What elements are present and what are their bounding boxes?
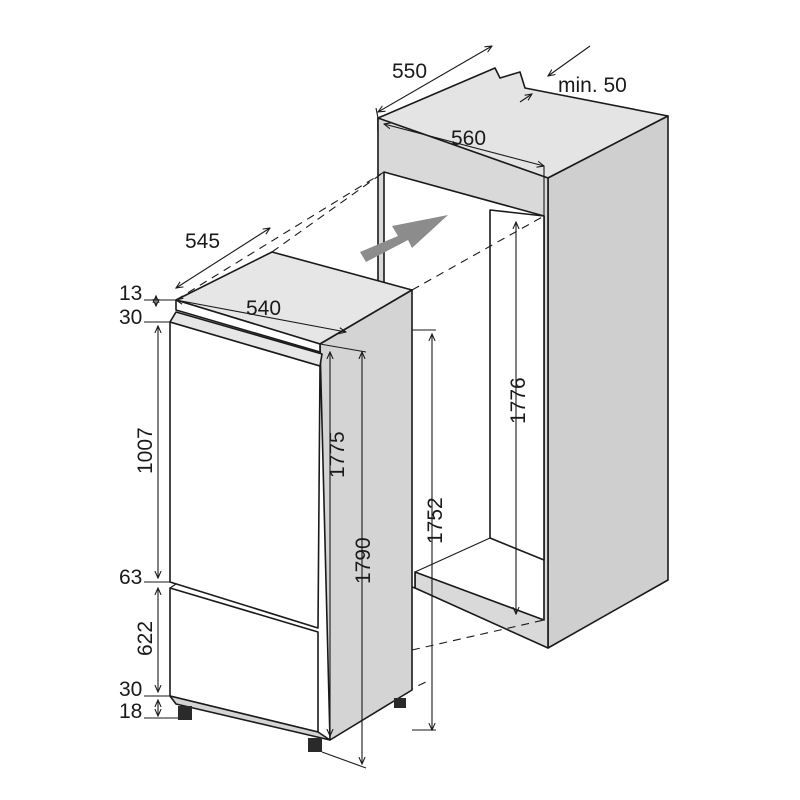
dimension-lines <box>144 46 591 769</box>
cabinet <box>377 67 669 649</box>
appliance-width-label: 540 <box>246 297 281 320</box>
cabinet-min-gap-label: min. 50 <box>558 74 627 97</box>
top-panel-label: 30 <box>119 306 142 329</box>
total-height-label: 1790 <box>352 537 375 584</box>
upper-door-label: 1007 <box>134 427 157 474</box>
appliance-foot <box>394 698 406 708</box>
appliance-foot <box>308 738 322 752</box>
appliance-foot <box>178 706 192 720</box>
insertion-arrow-icon <box>360 215 448 262</box>
bottom-panel-label: 30 <box>119 678 142 701</box>
cabinet-inner-height-label: 1776 <box>507 377 530 424</box>
appliance-upper-door <box>169 321 321 629</box>
cabinet-depth-label: 550 <box>392 60 427 83</box>
door-gap-label: 63 <box>119 566 142 589</box>
door-height-label: 1775 <box>326 431 349 478</box>
cabinet-inner-width-label: 560 <box>451 127 486 150</box>
feet-label: 18 <box>119 700 142 723</box>
body-height-label: 1752 <box>424 497 447 544</box>
lower-door-label: 622 <box>134 621 157 656</box>
appliance-depth-label: 545 <box>185 230 220 253</box>
cabinet-side <box>547 115 669 649</box>
top-gap-label: 13 <box>119 282 142 305</box>
appliance-base <box>169 695 331 741</box>
appliance <box>169 251 413 752</box>
appliance-side <box>319 289 413 741</box>
cabinet-inner-floor-edge <box>414 537 491 573</box>
